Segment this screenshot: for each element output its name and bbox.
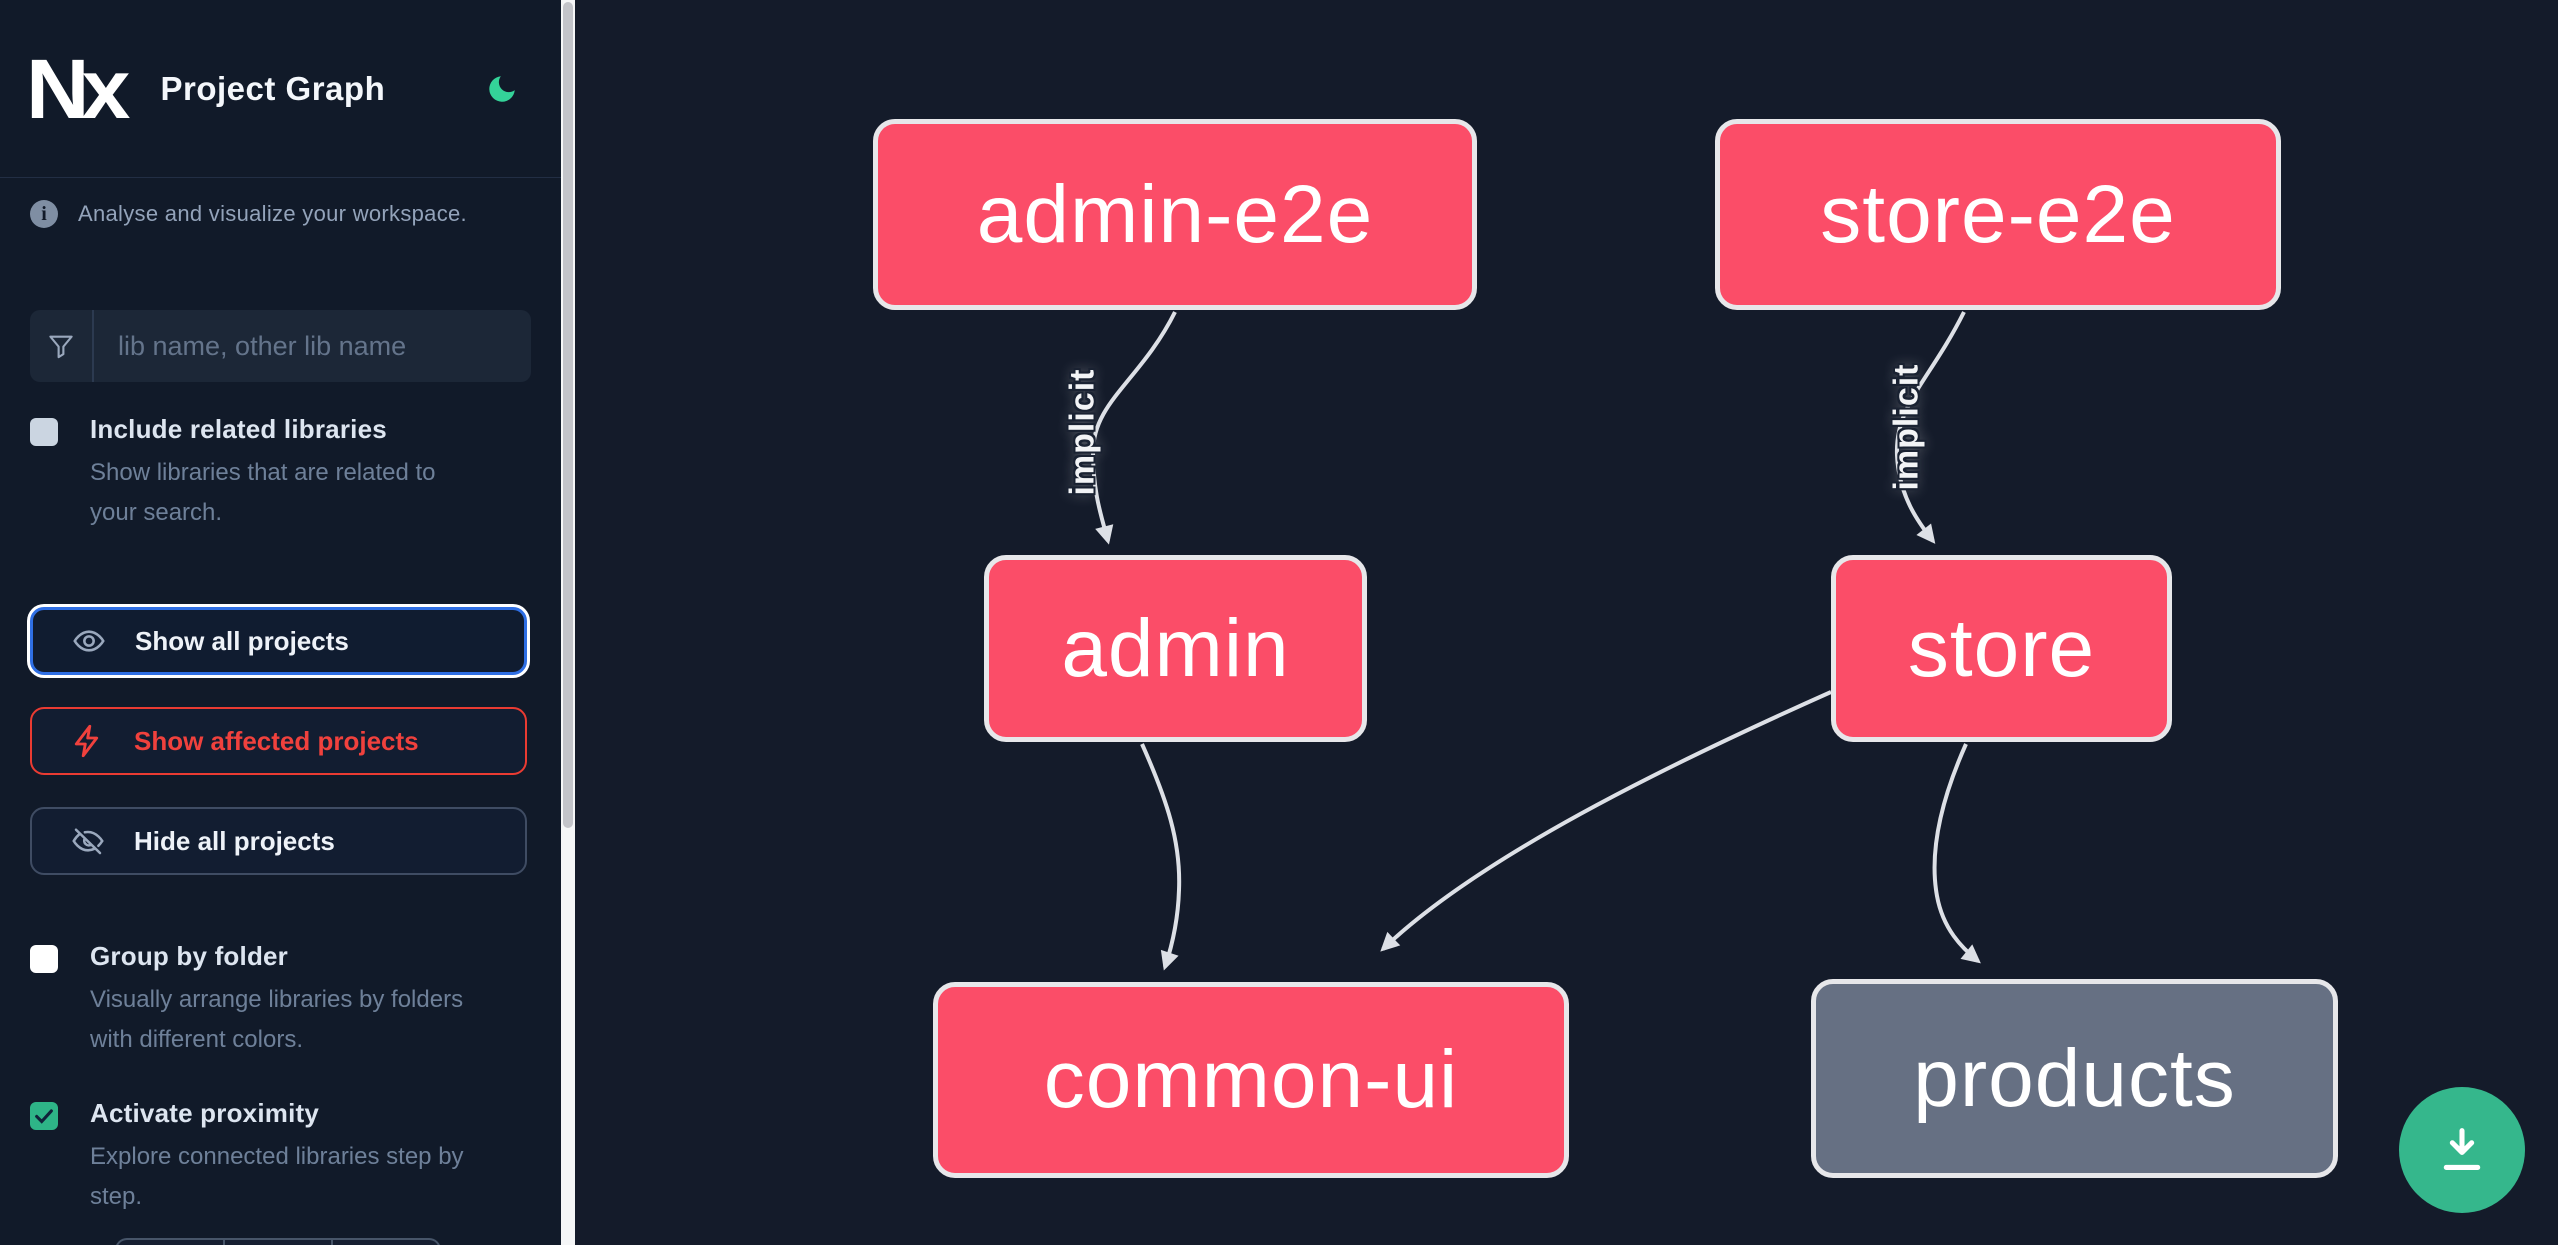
- funnel-icon: [30, 310, 94, 382]
- graph-node-store-e2e[interactable]: store-e2e: [1715, 119, 2281, 310]
- group-by-folder-label: Group by folder: [90, 941, 288, 971]
- activate-proximity-checkbox[interactable]: [30, 1102, 58, 1130]
- sidebar: Nx Project Graph i Analyse and visualize…: [0, 0, 561, 1245]
- edge-store-e2e-to-store: [1894, 311, 1966, 544]
- group-by-folder-description: Visually arrange libraries by folders wi…: [90, 986, 464, 1053]
- show-all-projects-label: Show all projects: [135, 625, 349, 656]
- include-related-description: Show libraries that are related to your …: [90, 459, 436, 526]
- page-title: Project Graph: [160, 69, 386, 107]
- project-filter: [30, 310, 531, 382]
- edge-label-implicit-store: implicit: [1887, 363, 1926, 491]
- graph-node-products[interactable]: products: [1811, 979, 2338, 1178]
- sidebar-header: Nx Project Graph: [0, 0, 561, 178]
- workspace-tagline-row: i Analyse and visualize your workspace.: [30, 200, 531, 228]
- group-by-folder-checkbox[interactable]: [30, 945, 58, 973]
- include-related-label: Include related libraries: [90, 414, 387, 444]
- include-related-checkbox[interactable]: [30, 418, 58, 446]
- show-affected-projects-label: Show affected projects: [134, 725, 419, 756]
- sidebar-scrollbar-thumb[interactable]: [563, 2, 573, 828]
- activate-proximity-description: Explore connected libraries step by step…: [90, 1143, 464, 1210]
- activate-proximity-label: Activate proximity: [90, 1098, 320, 1128]
- eye-icon: [73, 630, 105, 652]
- segment-1[interactable]: [117, 1240, 225, 1245]
- bottom-segmented-control[interactable]: [115, 1238, 441, 1245]
- dark-mode-moon-icon[interactable]: [485, 72, 519, 106]
- hide-all-projects-label: Hide all projects: [134, 825, 335, 856]
- edge-store-to-products: [1932, 743, 1981, 964]
- option-include-related[interactable]: Include related libraries Show libraries…: [30, 414, 531, 533]
- lightning-bolt-icon: [74, 724, 99, 758]
- edge-admin-to-common-ui: [1140, 743, 1182, 971]
- edge-admin-e2e-to-admin: [1090, 311, 1177, 545]
- graph-node-store[interactable]: store: [1831, 555, 2172, 742]
- info-icon: i: [30, 200, 58, 228]
- segment-3[interactable]: [333, 1240, 439, 1245]
- edge-store-to-common-ui: [1380, 690, 1832, 952]
- option-group-by-folder[interactable]: Group by folder Visually arrange librari…: [30, 941, 531, 1060]
- option-activate-proximity[interactable]: Activate proximity Explore connected lib…: [30, 1098, 531, 1217]
- graph-node-admin[interactable]: admin: [984, 555, 1367, 742]
- graph-node-admin-e2e[interactable]: admin-e2e: [873, 119, 1477, 310]
- graph-canvas[interactable]: implicit implicit admin-e2e store-e2e ad…: [575, 0, 2558, 1245]
- dependency-edges: [1090, 311, 1981, 971]
- segment-2[interactable]: [225, 1240, 333, 1245]
- tagline-text: Analyse and visualize your workspace.: [78, 201, 467, 226]
- download-image-button[interactable]: [2399, 1087, 2525, 1213]
- show-affected-projects-button[interactable]: Show affected projects: [30, 707, 527, 775]
- download-icon: [2443, 1128, 2481, 1170]
- sidebar-scrollbar-track: [561, 0, 575, 1245]
- nx-logo: Nx: [26, 40, 130, 136]
- graph-node-common-ui[interactable]: common-ui: [933, 982, 1569, 1178]
- eye-off-icon: [72, 828, 104, 855]
- filter-input[interactable]: [94, 310, 531, 382]
- hide-all-projects-button[interactable]: Hide all projects: [30, 807, 527, 875]
- edge-label-implicit-admin: implicit: [1063, 368, 1102, 496]
- show-all-projects-button[interactable]: Show all projects: [30, 607, 527, 675]
